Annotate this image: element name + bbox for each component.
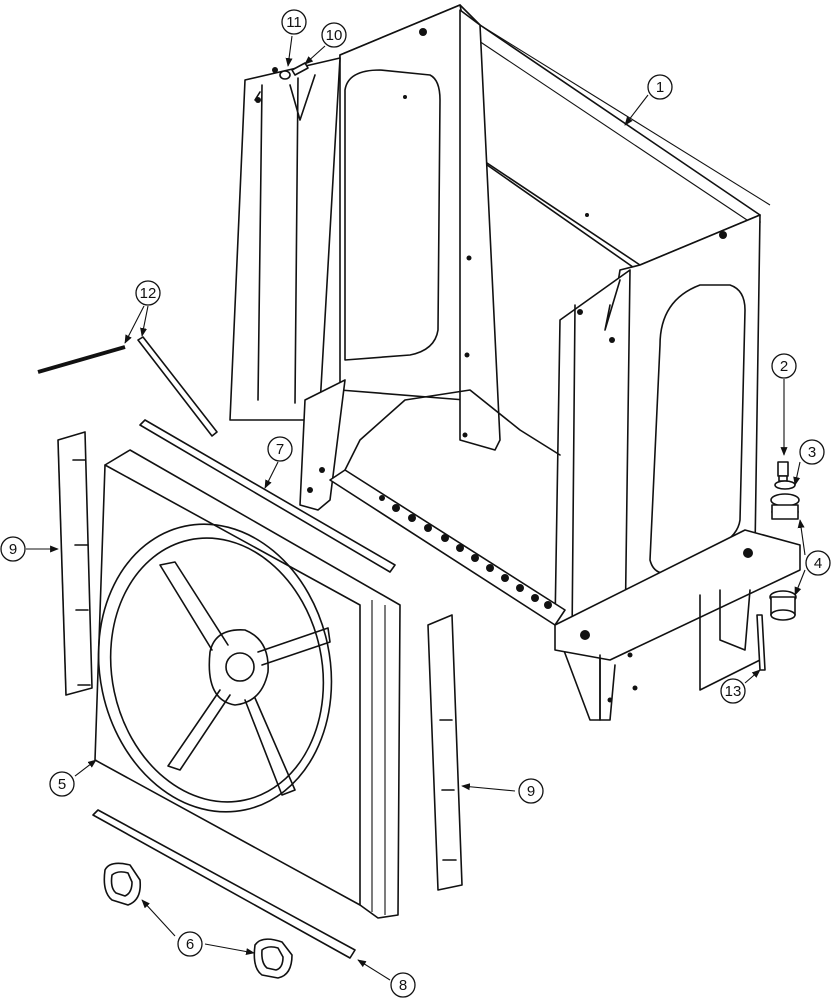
radiator-assembly xyxy=(94,419,401,919)
callout-11: 11 xyxy=(281,9,307,35)
svg-text:5: 5 xyxy=(58,776,66,793)
callout-10: 10 xyxy=(321,22,347,48)
callout-9-left: 9 xyxy=(0,536,26,562)
shroud-frame xyxy=(229,4,801,721)
callout-7: 7 xyxy=(267,436,293,462)
svg-text:13: 13 xyxy=(725,683,742,700)
svg-text:1: 1 xyxy=(656,79,664,96)
callout-5: 5 xyxy=(49,771,75,797)
callout-4: 4 xyxy=(805,550,831,576)
callout-2: 2 xyxy=(771,353,797,379)
bottom-seal-strip xyxy=(92,809,356,959)
svg-text:10: 10 xyxy=(326,27,343,44)
foam-seal-right xyxy=(427,614,463,891)
svg-text:6: 6 xyxy=(186,936,194,953)
callout-9-right: 9 xyxy=(518,778,544,804)
foam-seal-left xyxy=(57,431,93,696)
svg-text:9: 9 xyxy=(9,541,17,558)
rod-pins xyxy=(37,336,218,437)
svg-text:8: 8 xyxy=(399,977,407,994)
callout-1: 1 xyxy=(647,74,673,100)
svg-text:7: 7 xyxy=(276,441,284,458)
callout-6: 6 xyxy=(177,931,203,957)
leader-lines xyxy=(26,35,806,981)
svg-text:11: 11 xyxy=(286,14,302,31)
callout-13: 13 xyxy=(720,678,746,704)
svg-text:12: 12 xyxy=(140,285,157,302)
callout-12: 12 xyxy=(135,280,161,306)
mount-hardware xyxy=(279,62,800,671)
svg-text:3: 3 xyxy=(808,444,816,461)
grommet-left xyxy=(103,862,142,906)
callout-8: 8 xyxy=(390,972,416,998)
svg-text:2: 2 xyxy=(780,358,788,375)
grommet-right xyxy=(253,938,293,979)
svg-text:4: 4 xyxy=(814,555,822,572)
svg-text:9: 9 xyxy=(527,783,535,800)
callout-3: 3 xyxy=(799,439,825,465)
